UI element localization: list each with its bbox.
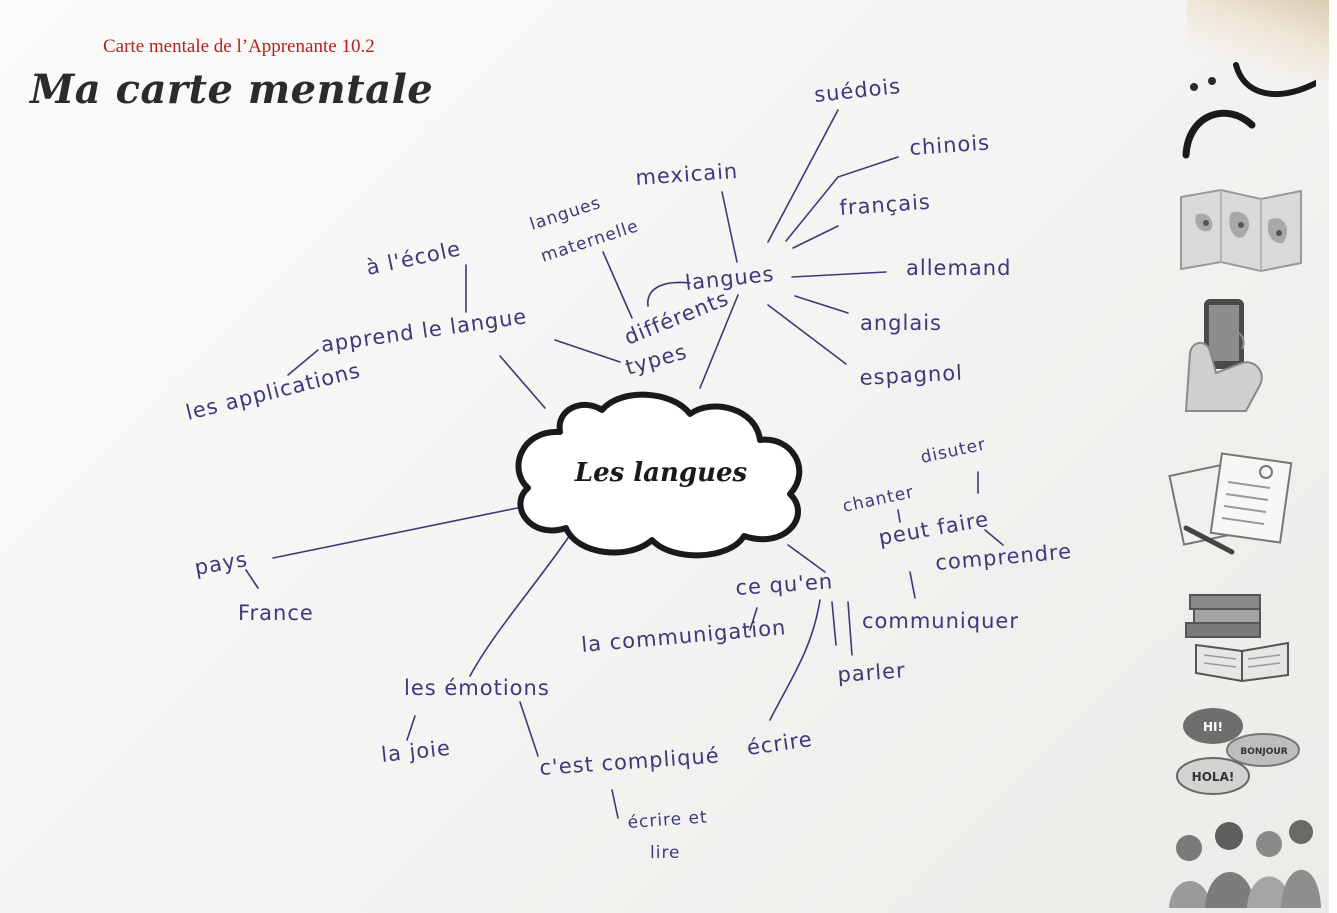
link-cest-ecrireet xyxy=(611,789,619,819)
page-fold xyxy=(1187,0,1337,80)
bubble-hola: HOLA! xyxy=(1192,770,1235,784)
node-chanter: chanter xyxy=(841,482,916,517)
node-mexicain: mexicain xyxy=(635,159,739,190)
link-langues-francais xyxy=(792,225,839,249)
link-center-pays xyxy=(272,504,533,559)
link-langues-mexicain xyxy=(721,191,738,263)
documents-pen-icon xyxy=(1161,440,1321,565)
link-center-apprend xyxy=(499,355,546,409)
node-espagnol: espagnol xyxy=(859,361,964,390)
node-communiquer: communiquer xyxy=(862,609,1019,633)
node-la-communigation: la communigation xyxy=(580,615,787,657)
node-langues: langues xyxy=(684,262,776,295)
link-apprend-applications xyxy=(287,349,319,376)
node-a-lecole: à l'école xyxy=(364,236,463,279)
node-peut-faire: peut faire xyxy=(877,507,991,550)
page-caption: Carte mentale de l’Apprenante 10.2 xyxy=(103,36,375,57)
central-cloud: Les langues xyxy=(515,391,803,559)
link-emotions-cest xyxy=(519,701,539,757)
link-langues-chinois xyxy=(785,156,899,242)
link-ceque-parler-a xyxy=(831,601,837,646)
link-langues-anglais xyxy=(794,295,849,314)
node-ecrire-et: écrire et xyxy=(627,807,708,833)
link-langues-espagnol xyxy=(767,304,847,365)
link-emotions-joie xyxy=(406,715,416,741)
bubble-hi: HI! xyxy=(1203,720,1223,734)
node-ecrire: écrire xyxy=(745,727,814,760)
node-langues-maternelle-1: langues xyxy=(527,193,603,235)
sad-face-icon xyxy=(1161,30,1321,170)
connector-lines xyxy=(245,109,1004,819)
center-label: Les langues xyxy=(574,458,748,488)
phone-hand-icon xyxy=(1161,290,1321,415)
node-anglais: anglais xyxy=(860,311,942,335)
node-chinois: chinois xyxy=(909,130,991,160)
page-edge xyxy=(1329,0,1337,913)
speech-bubbles-icon: HI! BONJOUR HOLA! xyxy=(1161,700,1321,800)
node-ce-quen: ce qu'en xyxy=(735,569,834,600)
node-cest-complique: c'est compliqué xyxy=(539,743,721,780)
link-maternelle-types xyxy=(602,251,633,319)
node-differents: différents xyxy=(621,286,732,350)
link-peut-chanter xyxy=(897,509,901,523)
node-suedois: suédois xyxy=(813,74,902,107)
link-peut-comprendre xyxy=(984,529,1004,546)
sidebar-illustrations: HI! BONJOUR HOLA! xyxy=(1161,20,1331,913)
link-ceque-communigation xyxy=(749,607,758,631)
link-ceque-ecrire xyxy=(769,599,821,721)
page-title: Ma carte mentale xyxy=(30,66,434,113)
node-france: France xyxy=(238,601,314,625)
link-langues-suedois xyxy=(767,109,839,243)
link-langues-types xyxy=(647,281,691,307)
link-center-langues xyxy=(699,294,739,389)
bubble-bonjour: BONJOUR xyxy=(1240,747,1287,757)
books-icon xyxy=(1161,580,1321,690)
node-pays: pays xyxy=(193,547,250,580)
node-apprend-le-langue: apprend le langue xyxy=(319,304,528,357)
link-langues-allemand xyxy=(791,271,887,278)
world-map-icon xyxy=(1161,180,1321,280)
link-center-emotions xyxy=(469,531,573,677)
node-les-applications: les applications xyxy=(183,358,363,425)
link-center-ceque xyxy=(787,544,826,573)
node-disuter: disuter xyxy=(919,435,988,468)
link-pays-france xyxy=(245,569,259,589)
node-francais: français xyxy=(839,190,932,220)
node-les-emotions: les émotions xyxy=(404,676,550,700)
node-comprendre: comprendre xyxy=(934,539,1073,575)
node-allemand: allemand xyxy=(906,256,1011,280)
people-talking-icon xyxy=(1161,805,1321,910)
node-la-joie: la joie xyxy=(380,736,452,767)
link-ceque-parler-b xyxy=(847,601,853,656)
node-parler: parler xyxy=(837,658,907,687)
node-lire: lire xyxy=(650,843,681,863)
link-apprend-types xyxy=(554,339,621,363)
link-peut-communiquer xyxy=(909,571,916,599)
